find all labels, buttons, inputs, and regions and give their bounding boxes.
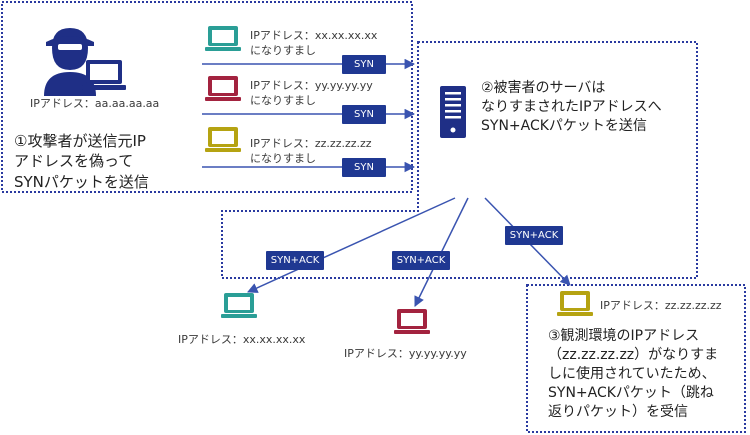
observer-caption-line-3: しに使用されていたため、 bbox=[548, 365, 716, 382]
observer-caption-line-1: ③観測環境のIPアドレス bbox=[548, 328, 700, 344]
synack-badge-3: SYN+ACK bbox=[505, 226, 563, 245]
syn-badge-2: SYN bbox=[342, 105, 386, 124]
attacker-ip: IPアドレス：aa.aa.aa.aa bbox=[30, 97, 160, 110]
reflect-ip-2: IPアドレス：yy.yy.yy.yy bbox=[344, 347, 467, 360]
server-caption-line-2: なりすまされたIPアドレスへ bbox=[481, 98, 662, 115]
spoof-ip-2: IPアドレス：yy.yy.yy.yy bbox=[250, 79, 373, 92]
attacker-caption-line-1: ①攻撃者が送信元IP bbox=[14, 132, 146, 150]
spoof-laptop-icon-2 bbox=[205, 76, 241, 101]
observer-caption: ③観測環境のIPアドレス （zz.zz.zz.zz）がなりすま しに使用されてい… bbox=[548, 327, 718, 421]
observer-ip: IPアドレス：zz.zz.zz.zz bbox=[600, 299, 722, 312]
attacker-laptop-icon bbox=[82, 60, 126, 90]
spoof-note-3: になりすまし bbox=[250, 152, 316, 165]
observer-caption-line-4: SYN+ACKパケット（跳ね bbox=[548, 384, 714, 401]
synack-badge-1: SYN+ACK bbox=[266, 251, 324, 270]
synack-arrow-1 bbox=[247, 197, 456, 293]
syn-badge-3: SYN bbox=[342, 158, 386, 177]
server-caption-line-3: SYN+ACKパケットを送信 bbox=[481, 117, 647, 134]
reflect-laptop-icon-2 bbox=[394, 309, 430, 334]
observer-region bbox=[526, 284, 746, 433]
server-caption-line-1: ②被害者のサーバは bbox=[481, 80, 606, 96]
spoof-note-2: になりすまし bbox=[250, 94, 316, 107]
server-caption: ②被害者のサーバは なりすまされたIPアドレスへ SYN+ACKパケットを送信 bbox=[481, 79, 662, 136]
syn-badge-1: SYN bbox=[342, 55, 386, 74]
attacker-icon bbox=[44, 28, 96, 96]
observer-caption-line-2: （zz.zz.zz.zz）がなりすま bbox=[548, 346, 719, 363]
reflect-ip-1: IPアドレス：xx.xx.xx.xx bbox=[178, 333, 306, 346]
spoof-laptop-icon-1 bbox=[205, 26, 241, 51]
spoof-ip-1: IPアドレス：xx.xx.xx.xx bbox=[250, 29, 378, 42]
attacker-caption-line-3: SYNパケットを送信 bbox=[14, 172, 149, 191]
spoof-note-1: になりすまし bbox=[250, 44, 316, 57]
server-region bbox=[221, 41, 698, 279]
observer-laptop-icon bbox=[557, 291, 593, 316]
attacker-caption: ①攻撃者が送信元IP アドレスを偽って SYNパケットを送信 bbox=[14, 131, 149, 192]
observer-caption-line-5: 返りパケット）を受信 bbox=[548, 403, 688, 420]
attacker-region bbox=[1, 1, 413, 193]
server-icon bbox=[440, 86, 466, 138]
synack-badge-2: SYN+ACK bbox=[392, 251, 450, 270]
attacker-caption-line-2: アドレスを偽って bbox=[14, 152, 134, 171]
spoof-laptop-icon-3 bbox=[205, 127, 241, 152]
spoof-ip-3: IPアドレス：zz.zz.zz.zz bbox=[250, 137, 372, 150]
reflect-laptop-icon-1 bbox=[221, 293, 257, 318]
